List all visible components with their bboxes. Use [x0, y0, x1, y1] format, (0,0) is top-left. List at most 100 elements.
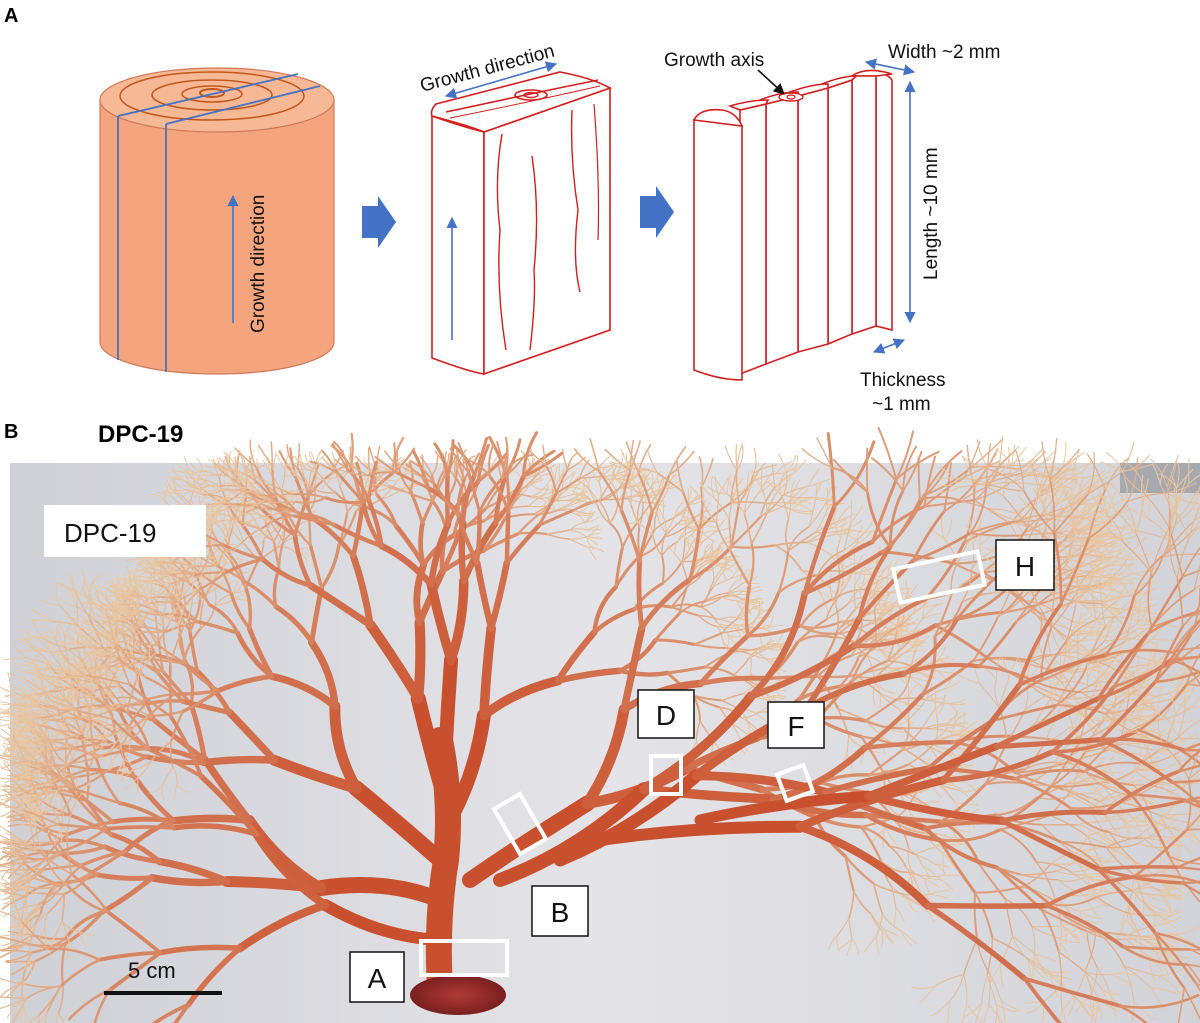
- coral-branch: [889, 588, 912, 593]
- coral-branch: [117, 685, 128, 705]
- coral-branch: [818, 591, 838, 604]
- coral-branch: [895, 450, 940, 481]
- coral-branch: [870, 557, 888, 564]
- coral-branch: [934, 974, 964, 987]
- coral-branch: [11, 641, 25, 659]
- coral-branch: [1021, 886, 1055, 902]
- coral-branch: [1108, 482, 1127, 503]
- coral-branch: [71, 731, 80, 747]
- coral-branch: [292, 493, 327, 499]
- coral-branch: [1096, 865, 1180, 871]
- coral-branch: [3, 762, 18, 780]
- coral-branch: [1068, 642, 1087, 658]
- coral-branch: [6, 810, 21, 819]
- coral-branch: [677, 531, 691, 543]
- coral-branch: [809, 500, 816, 527]
- coral-branch: [751, 649, 771, 664]
- coral-branch: [446, 576, 469, 665]
- coral-branch: [588, 488, 601, 503]
- coral-branch: [562, 471, 574, 483]
- coral-cylinder: [99, 67, 335, 375]
- coral-branch: [937, 645, 947, 661]
- coral-branch: [703, 666, 735, 676]
- coral-branch: [816, 673, 858, 679]
- coral-branch: [674, 502, 683, 517]
- coral-branch: [1106, 836, 1118, 859]
- coral-branch: [463, 452, 480, 481]
- coral-branch: [479, 623, 496, 721]
- coral-branch: [276, 537, 294, 549]
- coral-branch: [902, 727, 933, 730]
- coral-branch: [218, 513, 239, 521]
- coral-branch: [1101, 989, 1113, 1008]
- coral-branch: [151, 587, 165, 595]
- coral-branch: [870, 579, 884, 593]
- coral-branch: [1133, 828, 1188, 879]
- coral-branch: [536, 496, 547, 503]
- coral-branch: [1120, 902, 1130, 927]
- growth-axis-pointer: [757, 69, 785, 95]
- coral-branch: [1103, 798, 1186, 815]
- coral-branch: [1162, 518, 1178, 558]
- coral-branch: [1037, 466, 1062, 469]
- coral-branch: [218, 505, 239, 513]
- coral-branch: [1091, 536, 1117, 539]
- coral-branch: [555, 477, 581, 495]
- coral-branch: [208, 511, 220, 525]
- coral-branch: [841, 530, 860, 544]
- coral-branch: [1186, 673, 1200, 685]
- coral-branch: [651, 473, 671, 514]
- coral-branch: [85, 606, 100, 610]
- coral-branch: [125, 565, 132, 585]
- coral-branch: [693, 643, 727, 650]
- coral-branch: [971, 542, 975, 570]
- coral-branch: [1159, 781, 1196, 785]
- coral-branch: [796, 634, 835, 644]
- coral-branch: [1115, 630, 1130, 657]
- coral-branch: [294, 487, 313, 492]
- coral-branch: [973, 891, 979, 941]
- coral-branch: [1183, 742, 1200, 752]
- coral-branch: [941, 516, 945, 540]
- coral-branch: [315, 450, 321, 468]
- cylinder-growth-label: Growth direction: [248, 195, 269, 333]
- coral-branch: [1186, 963, 1200, 984]
- coral-branch: [1076, 504, 1095, 517]
- coral-branch: [44, 912, 49, 932]
- coral-branch: [1194, 805, 1200, 812]
- coral-branch: [428, 520, 452, 588]
- coral-branch: [716, 626, 725, 644]
- coral-branch: [272, 452, 277, 471]
- coral-branch: [66, 800, 78, 834]
- coral-branch: [289, 447, 298, 481]
- coral-branch: [742, 684, 758, 695]
- coral-branch: [32, 877, 69, 887]
- coral-branch: [1132, 567, 1160, 574]
- coral-branch: [29, 619, 52, 622]
- coral-branch: [875, 913, 884, 938]
- coral-branch: [1081, 1002, 1103, 1012]
- coral-branch: [1042, 484, 1068, 496]
- coral-branch: [91, 610, 106, 622]
- coral-branch: [111, 591, 128, 596]
- coral-branch: [3, 846, 17, 853]
- coral-branch: [748, 653, 752, 673]
- coral-branch: [49, 938, 55, 955]
- coral-branch: [3, 742, 19, 748]
- coral-branch: [907, 700, 926, 721]
- coral-branch: [857, 544, 893, 621]
- coral-branch: [442, 452, 450, 472]
- coral-branch: [625, 441, 640, 475]
- coral-branch: [944, 681, 961, 690]
- coral-branch: [704, 544, 710, 557]
- coral-branch: [163, 620, 199, 634]
- coral-branch: [0, 862, 28, 867]
- coral-branch: [880, 860, 912, 874]
- coral-branch: [748, 647, 764, 659]
- coral-branch: [9, 938, 50, 950]
- coral-branch: [1169, 539, 1178, 579]
- coral-branch: [587, 527, 599, 537]
- coral-branch: [207, 554, 223, 565]
- coral-branch: [80, 709, 97, 718]
- coral-branch: [730, 501, 741, 548]
